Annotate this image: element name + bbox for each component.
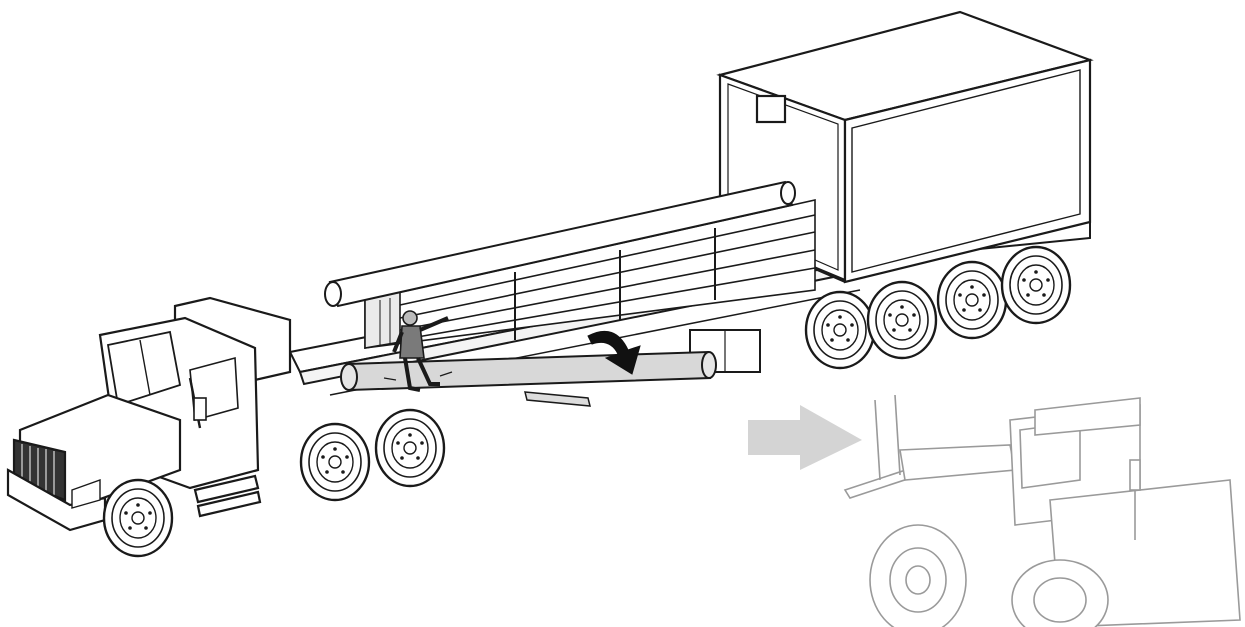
pipe-on-top: [324, 180, 796, 308]
truck-rear-wheels: [299, 408, 446, 502]
fallen-board: [524, 391, 591, 407]
truck-front-wheel: [102, 478, 174, 558]
wheel-loader-forklift: [843, 394, 1241, 627]
worker: [383, 310, 453, 392]
lumber-bundles: [364, 199, 816, 349]
direction-arrow-icon: [748, 405, 862, 470]
falling-direction-arrow-icon: [587, 330, 641, 375]
